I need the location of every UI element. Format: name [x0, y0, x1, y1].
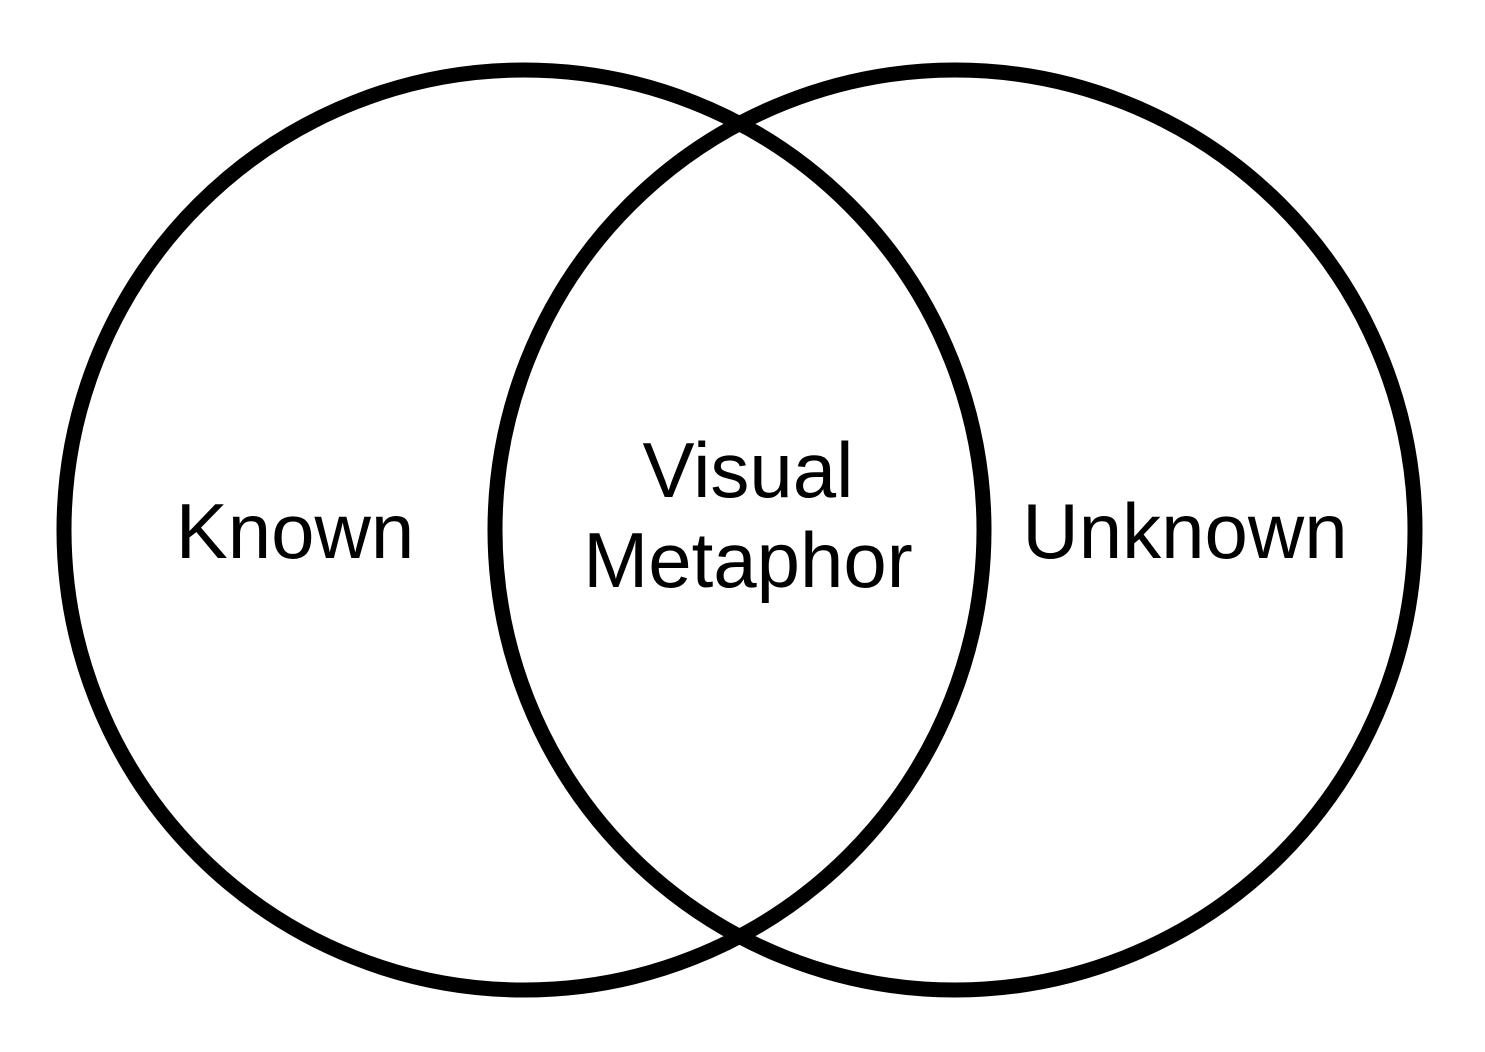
known-label: Known — [176, 487, 415, 575]
intersection-label-line-1: Visual — [642, 426, 853, 514]
known-circle — [56, 62, 992, 998]
unknown-label: Unknown — [1022, 487, 1347, 575]
intersection-label-line-2: Metaphor — [583, 516, 913, 604]
unknown-circle — [487, 62, 1423, 998]
